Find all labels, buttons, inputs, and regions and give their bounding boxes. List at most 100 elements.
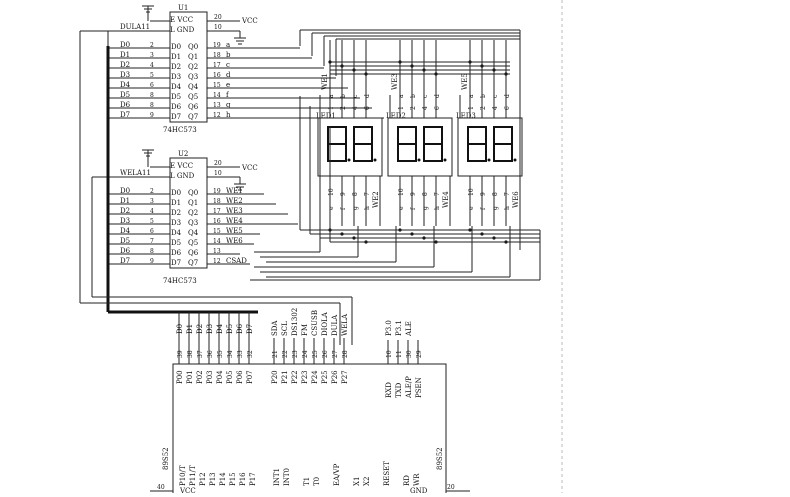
mcu-p0-name: P00 [176,370,184,384]
u1-in-net: D2 [120,61,130,69]
u1-chip: U1 E VCC L GND 74HC573 DULA11 20 10 VCC [108,4,258,134]
u2-in-pin: 2 [150,188,154,195]
led-top-pin: c [492,94,499,98]
u1-in-name: D4 [171,83,182,91]
led-top-num: 6 [434,106,441,110]
led-bottom-pin: f [480,207,487,210]
u2-pin10: 10 [214,170,222,177]
u1-part: 74HC573 [163,126,197,134]
mcu-p1-name: P17 [249,472,257,486]
led-top-num: 4 [492,106,499,110]
mcu-p0-pin: 37 [197,350,204,358]
u1-out-name: Q0 [188,43,198,51]
led-top-num: 2 [410,106,417,110]
u2-out-net: WE3 [226,207,243,215]
led-top-num: 4 [352,106,359,110]
u2-in-pin: 6 [150,228,154,235]
mcu-p2-net: WELA [341,313,349,336]
led-top-pin: d [364,94,371,98]
u1-pin-l: L GND [170,26,195,34]
u2-out-name: Q1 [188,199,198,207]
mcu-bottom-name: X2 [363,477,371,486]
u1-in-name: D3 [171,73,181,81]
mcu-p2-name: P27 [341,370,349,384]
mcu-p0-net: D0 [176,324,184,334]
led-dp [443,158,447,162]
u1-out-net: c [226,61,230,69]
led-bottom-num: 8 [352,192,359,196]
u1-in-net: D0 [120,41,130,49]
led-top-num: 1 [328,106,335,110]
u2-out-pin: 19 [213,188,221,195]
mcu-p2-net: DS1302 [291,308,299,336]
mcu-p2-pin: 25 [312,350,319,358]
led-top-num: 1 [398,106,405,110]
mcu-p0-pin: 34 [227,350,234,358]
u2-in-name: D3 [171,219,181,227]
led-bottom-num: 7 [434,192,441,196]
u2-in-name: D7 [171,259,181,267]
mcu-p3-name: ALE/P [405,376,413,399]
u2-in-net: D3 [120,217,130,225]
mcu-p0-net: D5 [226,324,234,334]
mcu-p2-pin: 22 [282,350,289,358]
mcu-p2-net: SCL [281,321,289,336]
led-bottom-num: 10 [398,188,405,196]
led-bottom-pin: g [422,206,429,210]
u2-in-pin: 8 [150,248,154,255]
u2-in-pin: 4 [150,208,154,215]
led-bottom-com: WE2 [372,191,380,208]
mcu-p0-pin: 33 [237,350,244,358]
u2-out-name: Q7 [188,259,198,267]
mcu-vcc: VCC [179,487,196,493]
u2-out-net: WE5 [226,227,243,235]
led-top-pin: b [480,94,487,98]
led-top-pin: c [352,94,359,98]
mcu-p2-net: DULA [331,314,339,336]
u1-in-pin: 3 [150,52,154,59]
mcu-p3-name: PSEN [415,377,423,398]
mcu-p2-name: P23 [301,370,309,384]
led-bottom-pin: e [468,206,475,210]
u1-pin-e: E VCC [170,16,193,24]
mcu-p0-name: P02 [196,370,204,384]
mcu-p2-name: P24 [311,370,319,384]
led-top-num: 4 [422,106,429,110]
mcu-p2-name: P26 [331,370,339,384]
mcu-p3-pin: 10 [386,350,393,358]
mcu-p0-name: P04 [216,370,224,384]
mcu-bottom-name: INT1 [273,468,281,486]
u2-out-pin: 18 [213,198,221,205]
mcu-p0-net: D7 [246,324,254,334]
led-bottom-pin: g [492,206,499,210]
mcu-p3-net: P3.0 [385,320,393,336]
mcu-chip: 89S52 89S52 40 20 [150,363,470,497]
led-top-com: WE1 [321,73,329,90]
u2-pin20: 20 [214,160,222,167]
led-ref: LED3 [456,112,476,120]
mcu-bottom-name: RD [403,475,411,486]
mcu-p0-net: D6 [236,323,244,334]
mcu-pin-group: D039P00D138P01D237P02D336P03D435P04D534P… [176,308,428,495]
u2-in-name: D4 [171,229,182,237]
u2-chip: U2 E VCC L GND 74HC573 WELA11 20 10 VCC [92,149,258,285]
led-bottom-num: 10 [468,188,475,196]
u1-out-name: Q2 [188,63,198,71]
led-top-num: 2 [340,106,347,110]
u1-out-net: a [226,41,230,49]
u1-out-net: f [226,91,230,99]
led-bottom-com: WE4 [442,191,450,208]
u1-in-pin: 5 [150,72,154,79]
mcu-bottom-name: T1 [303,477,311,486]
led-bottom-num: 8 [422,192,429,196]
mcu-p1-name: P11/T [189,465,197,486]
u2-in-name: D1 [171,199,181,207]
mcu-p0-net: D2 [196,324,204,334]
led-top-num: 6 [504,106,511,110]
u1-in-name: D6 [171,103,182,111]
u1-out-name: Q7 [188,113,198,121]
mcu-body [172,363,447,497]
mcu-p1-name: P13 [209,472,217,486]
